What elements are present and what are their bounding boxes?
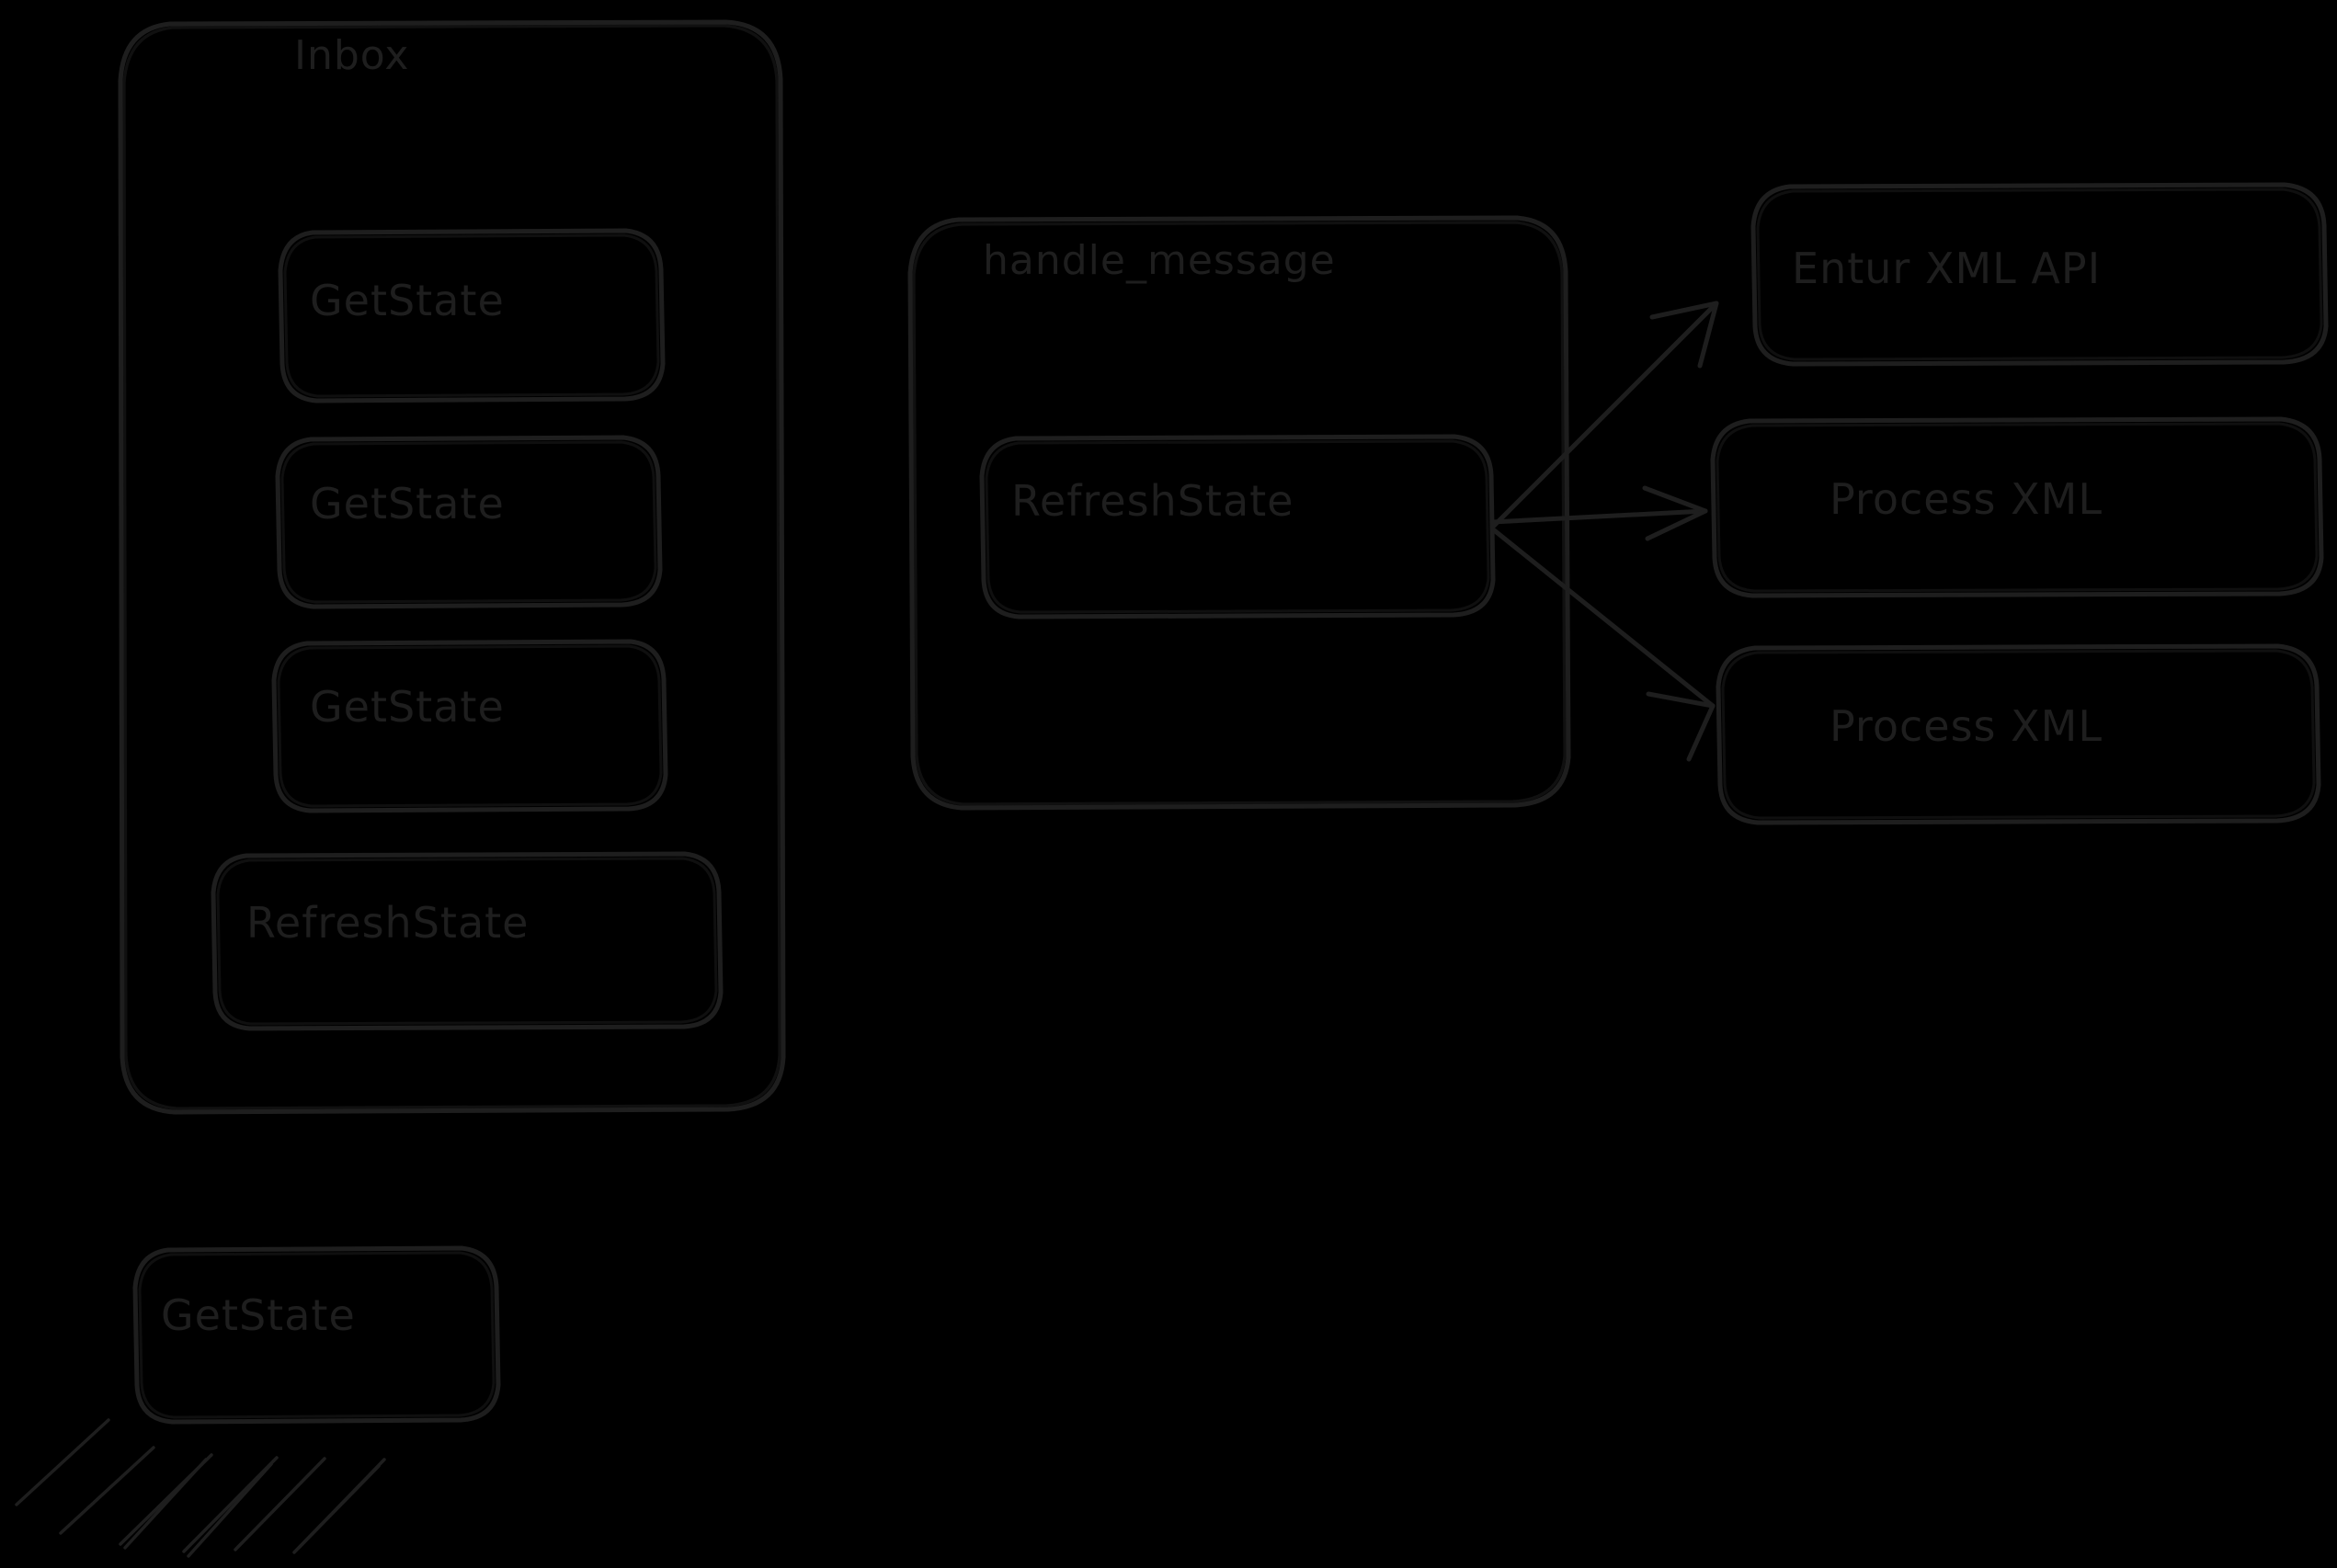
container-handle-message (907, 215, 1571, 811)
node-getstate-3 (271, 639, 668, 813)
node-process-xml-2 (1716, 643, 2321, 825)
node-getstate-1 (278, 228, 666, 403)
node-refreshstate-inbox (211, 851, 724, 1031)
hatch-lines (15, 1418, 386, 1558)
node-process-xml-1 (1710, 416, 2324, 598)
node-getstate-2 (275, 435, 663, 609)
edge-refreshstate-to-process-xml-1 (1489, 485, 1708, 541)
node-getstate-detached (132, 1245, 501, 1425)
container-inbox (118, 19, 786, 1115)
node-entur-xml-api (1750, 182, 2329, 367)
node-refreshstate-handler (979, 434, 1496, 619)
edge-refreshstate-to-entur-xml-api (1491, 301, 1719, 528)
edge-refreshstate-to-process-xml-2 (1490, 527, 1716, 762)
